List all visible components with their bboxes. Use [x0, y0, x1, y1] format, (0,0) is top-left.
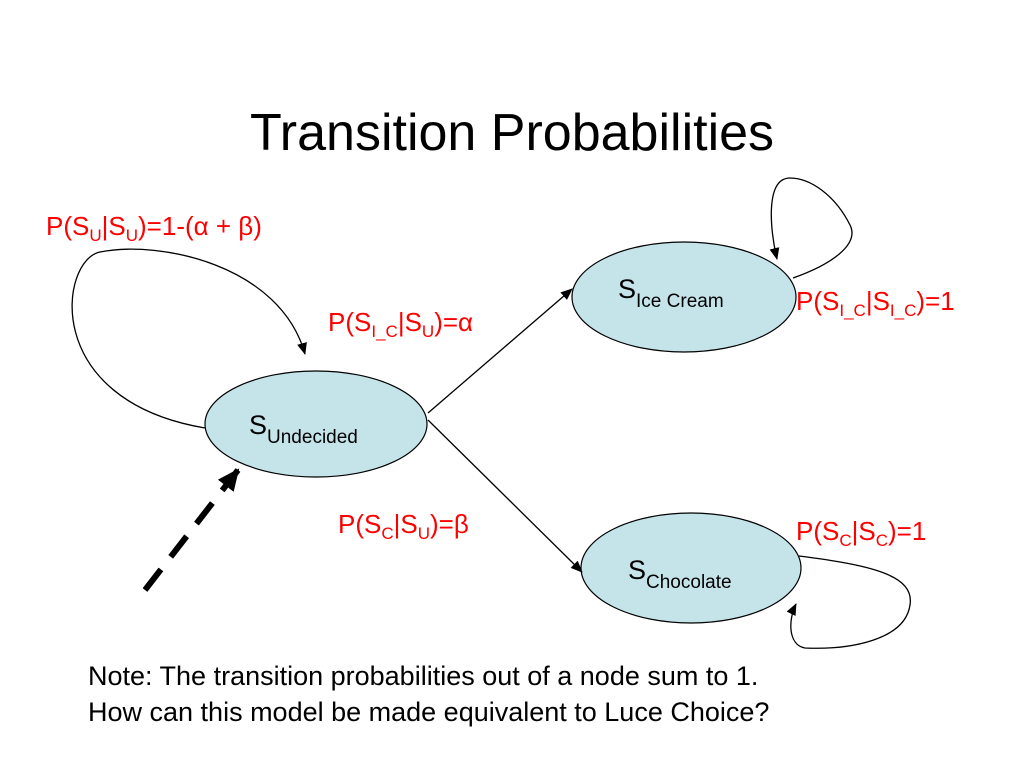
self-loop-chocolate: [786, 555, 911, 649]
note-text: Note: The transition probabilities out o…: [88, 658, 769, 730]
prob-ice-cream-given-undecided: P(SI_C|SU)=α: [328, 307, 474, 341]
note-line-2: How can this model be made equivalent to…: [88, 697, 770, 727]
initial-state-arrow: [142, 468, 241, 592]
label-ice-cream: SIce Cream: [618, 274, 724, 312]
label-undecided: SUndecided: [249, 410, 358, 448]
prob-chocolate-given-undecided: P(SC|SU)=β: [338, 509, 469, 543]
edge-undecided-to-ice-cream: [427, 288, 573, 414]
self-loop-undecided: [71, 248, 307, 429]
self-loop-ice-cream: [769, 177, 853, 279]
node-undecided: [204, 370, 428, 478]
edge-undecided-to-chocolate: [427, 419, 583, 573]
prob-undecided-self: P(SU|SU)=1-(α + β): [46, 211, 262, 245]
slide-title: Transition Probabilities: [249, 104, 775, 162]
prob-ice-cream-self: P(SI_C|SI_C)=1: [796, 286, 955, 320]
label-chocolate: SChocolate: [628, 555, 732, 593]
prob-chocolate-self: P(SC|SC)=1: [796, 516, 927, 550]
note-line-1: Note: The transition probabilities out o…: [88, 661, 759, 691]
